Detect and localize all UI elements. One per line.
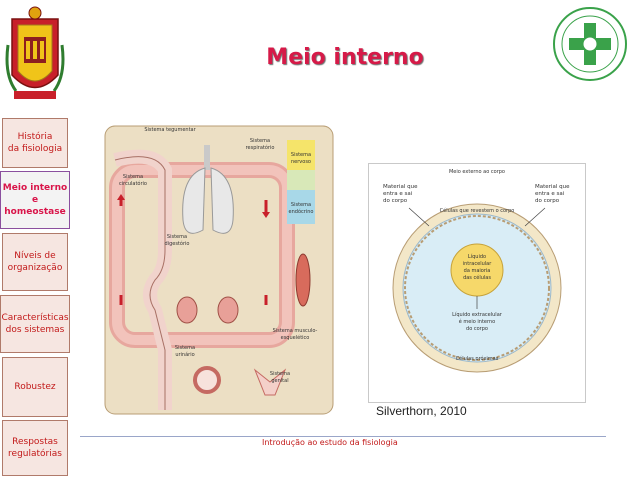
label-respiratorio: respiratório [246, 144, 275, 151]
label-musculo: Sistema musculo- [273, 328, 318, 334]
label-urinario: urinário [175, 351, 194, 358]
footer-text: Introdução ao estudo da fisiologia [262, 438, 398, 447]
label-digestorio: Sistema [167, 234, 187, 240]
internal-environment-diagram: Meio externo ao corpo Líquido intracelul… [368, 163, 586, 403]
nav-label: Robustez [14, 382, 56, 392]
label-material-entrada: Material que [383, 184, 418, 190]
label-nervoso: Sistema [291, 152, 311, 158]
label-endocrino: Sistema [291, 202, 311, 208]
label-material-saida: do corpo [535, 198, 560, 204]
label-musculo: esquelético [281, 334, 310, 341]
organ-systems-diagram: Sistema tegumentar Sistema respiratório … [104, 125, 334, 415]
nav-label: Meio interno [2, 183, 68, 193]
nav-item-niveis[interactable]: Níveis de organização [2, 233, 68, 291]
nav-label: Características [1, 313, 69, 323]
label-genital: genital [271, 378, 288, 384]
label-digestorio: digestório [165, 240, 190, 247]
university-crest-icon [5, 6, 65, 99]
label-nervoso: nervoso [291, 159, 311, 165]
label-circulatorio: circulatório [119, 180, 147, 187]
label-extracelular: Líquido extracelular [452, 311, 503, 318]
sidebar: História da fisiologia Meio interno e home… [0, 0, 70, 479]
nav-label: História [17, 132, 53, 142]
label-extracelular: do corpo [466, 326, 488, 332]
nav-item-meio-interno[interactable]: Meio interno e homeostase [0, 171, 70, 229]
nav-label: da fisiologia [7, 144, 63, 154]
label-integumentar: Sistema tegumentar [144, 127, 196, 133]
nav-label: regulatórias [8, 449, 62, 459]
footer-divider [80, 436, 606, 437]
pharmacy-seal-icon [553, 7, 627, 81]
label-material-entrada: entra e sai [383, 191, 413, 197]
label-membrana-superior: Células que revestem o corpo [440, 207, 515, 214]
label-genital: Sistema [270, 371, 290, 377]
nav-label: Respostas [12, 437, 58, 447]
label-circulatorio: Sistema [123, 174, 143, 180]
nav-label: Níveis de [14, 251, 56, 261]
label-intracelular: Líquido [468, 253, 486, 260]
label-intracelular: das células [463, 274, 491, 281]
nav-label: e homeostase [4, 195, 66, 217]
page-title: Meio interno [266, 45, 424, 70]
nav-label: organização [7, 263, 63, 273]
label-endocrino: endócrino [289, 208, 314, 215]
nav-item-robustez[interactable]: Robustez [2, 357, 68, 417]
label-meio-externo: Meio externo ao corpo [449, 169, 505, 175]
nav-label: dos sistemas [5, 325, 65, 335]
nav-item-caracteristicas[interactable]: Características dos sistemas [0, 295, 70, 353]
source-credit: Silverthorn, 2010 [376, 404, 467, 418]
label-extracelular: é meio interno [459, 318, 495, 325]
label-membrana-inferior: Células próximas [456, 355, 499, 362]
label-respiratorio: Sistema [250, 138, 270, 144]
label-urinario: Sistema [175, 345, 195, 351]
label-intracelular: da maioria [464, 268, 491, 274]
label-intracelular: intracelular [463, 261, 492, 267]
nav-item-historia[interactable]: História da fisiologia [2, 118, 68, 168]
nav-item-respostas[interactable]: Respostas regulatórias [2, 420, 68, 476]
label-material-saida: Material que [535, 184, 570, 190]
label-material-entrada: do corpo [383, 198, 408, 204]
label-material-saida: entra e sai [535, 191, 565, 197]
